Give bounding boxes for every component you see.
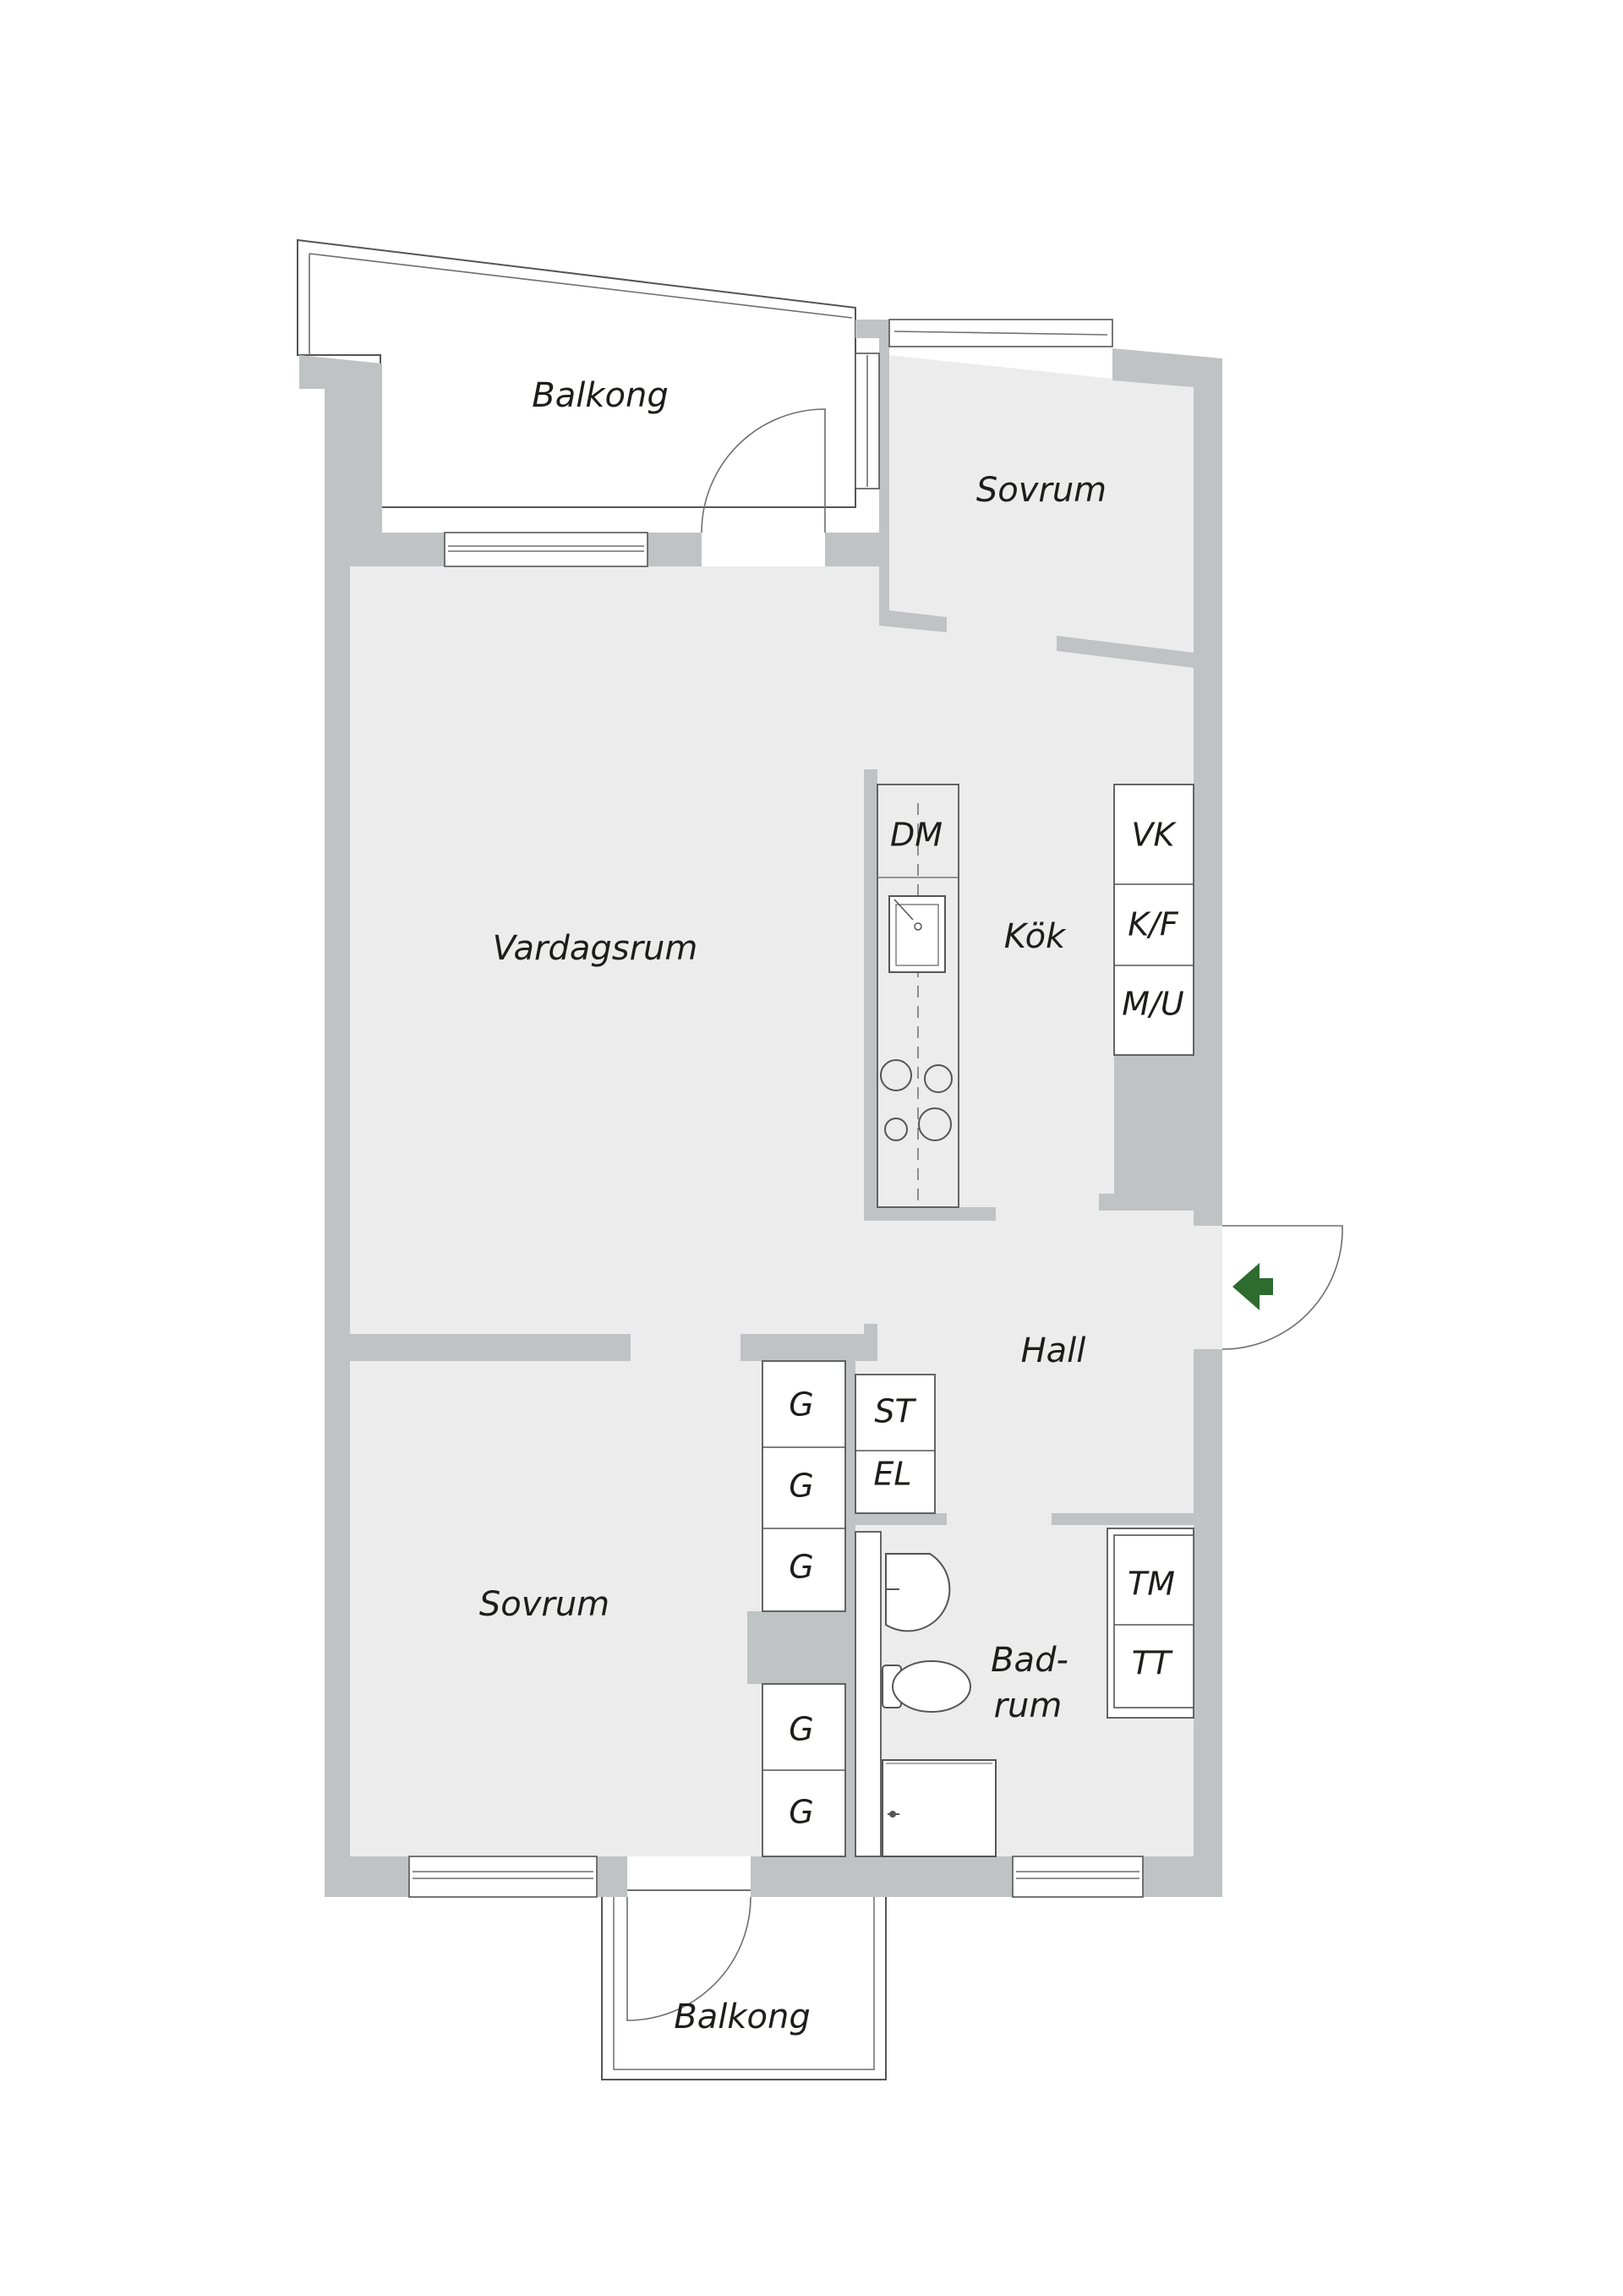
toilet-icon	[882, 1660, 971, 1713]
appliance-column	[1113, 784, 1194, 1056]
entry-arrow-icon	[1232, 1263, 1273, 1310]
room-label-bathroom-line1: Bad-	[991, 1641, 1068, 1680]
room-label-living: Vardagsrum	[493, 929, 698, 968]
kitchen-counter	[877, 784, 959, 1208]
room-label-balcony-top: Balkong	[532, 376, 668, 415]
fixture-label-washer: TM	[1128, 1566, 1175, 1603]
apartment-floor	[350, 355, 1194, 1856]
sink-icon	[888, 895, 946, 973]
storage-cabinets	[855, 1374, 936, 1514]
fixture-label-wardrobe: G	[789, 1549, 813, 1586]
bathroom-fixtures	[855, 1528, 1194, 1857]
room-label-bedroom-bottom: Sovrum	[479, 1585, 609, 1624]
stove-icon	[880, 1059, 953, 1141]
room-label-bathroom-line2: rum	[994, 1686, 1063, 1725]
fixture-label-fridge-freezer: K/F	[1128, 906, 1179, 943]
wardrobe-column	[762, 1360, 846, 1857]
fixture-label-dishwasher: DM	[890, 817, 943, 854]
room-label-kitchen: Kök	[1004, 917, 1067, 956]
interior-walls	[350, 636, 1194, 1856]
fixture-label-wardrobe: G	[789, 1711, 813, 1748]
fixture-label-wardrobe: G	[789, 1386, 813, 1424]
shower-icon	[882, 1759, 997, 1857]
room-label-balcony-bottom: Balkong	[674, 1998, 810, 2036]
fixture-label-wardrobe: G	[789, 1794, 813, 1831]
fixture-label-dryer: TT	[1132, 1645, 1173, 1682]
room-label-bedroom-top: Sovrum	[976, 471, 1107, 510]
laundry-column	[1107, 1528, 1194, 1719]
room-label-hall: Hall	[1021, 1331, 1086, 1370]
balcony-bottom-outline	[601, 1889, 887, 2080]
fixture-label-storage: ST	[874, 1393, 916, 1430]
fixture-label-wardrobe: G	[789, 1468, 813, 1505]
fixture-label-electrical: EL	[873, 1456, 911, 1493]
fixture-label-oven: VK	[1132, 817, 1178, 854]
washbasin-icon	[885, 1553, 951, 1632]
fixture-label-microwave: M/U	[1122, 986, 1184, 1023]
windows	[408, 319, 1144, 1898]
doors	[626, 408, 1343, 2021]
